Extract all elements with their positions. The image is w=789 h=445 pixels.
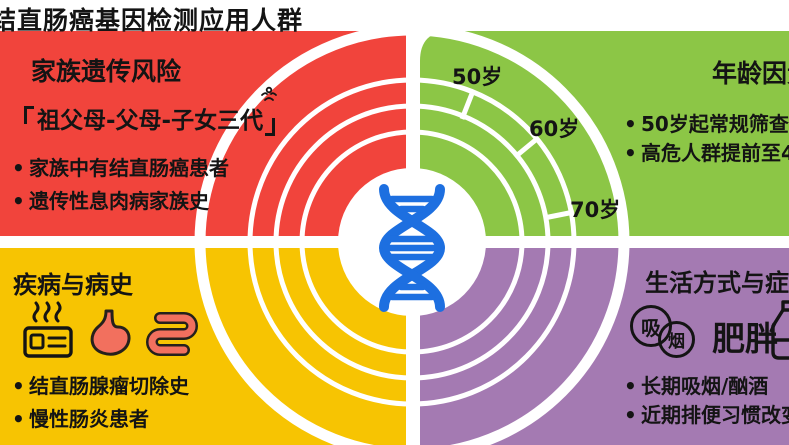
stomach-icon (90, 309, 131, 356)
dna-helix-icon (378, 184, 446, 312)
smoking-icon: 吸 烟 (630, 303, 700, 363)
medical-record-icon (23, 301, 73, 358)
disease-history-header: 疾病与病史 (13, 271, 133, 299)
age-ring-ticks (459, 90, 575, 221)
ring-label-70: 70岁 (570, 198, 621, 222)
smoking-char-2: 烟 (658, 321, 695, 358)
bullet-item: 长期吸烟/酗酒 (624, 372, 789, 401)
generation-note: 祖父母-父母-子女三代 (24, 86, 277, 136)
intestine-icon (146, 312, 198, 356)
bullet-item: 近期排便习惯改变 (624, 401, 789, 430)
bullet-item: 高危人群提前至40岁 (624, 139, 789, 168)
family-risk-bullets: 家族中有结直肠癌患者 遗传性息肉病家族史 (12, 152, 229, 218)
concentric-rings (194, 24, 630, 445)
corner-bracket-right (265, 117, 276, 136)
bullet-item: 遗传性息肉病家族史 (12, 185, 229, 218)
bullet-item: 家族中有结直肠癌患者 (12, 152, 229, 185)
ring-label-50: 50岁 (452, 65, 503, 89)
page-title: 结直肠癌基因检测应用人群 (0, 6, 304, 35)
generation-note-text: 祖父母-父母-子女三代 (37, 108, 264, 134)
person-icon (261, 86, 277, 101)
age-factor-bullets: 50岁起常规筛查 高危人群提前至40岁 (624, 110, 789, 168)
bottle-icon (771, 300, 789, 360)
corner-bracket-left (24, 105, 34, 124)
ring-label-60: 60岁 (529, 117, 580, 141)
bullet-item: 50岁起常规筛查 (624, 110, 789, 139)
obesity-label: 肥胖 (712, 319, 778, 358)
lifestyle-symptoms-bullets: 长期吸烟/酗酒 近期排便习惯改变 (624, 372, 789, 430)
lifestyle-symptoms-header: 生活方式与症状 (645, 269, 789, 297)
bullet-item: 慢性肠炎患者 (12, 403, 189, 436)
family-risk-header: 家族遗传风险 (31, 57, 182, 86)
quadrant-green-shape (420, 31, 789, 236)
age-factor-header: 年龄因素 (712, 59, 789, 88)
disease-history-bullets: 结直肠腺瘤切除史 慢性肠炎患者 (12, 370, 189, 436)
bullet-item: 结直肠腺瘤切除史 (12, 370, 189, 403)
